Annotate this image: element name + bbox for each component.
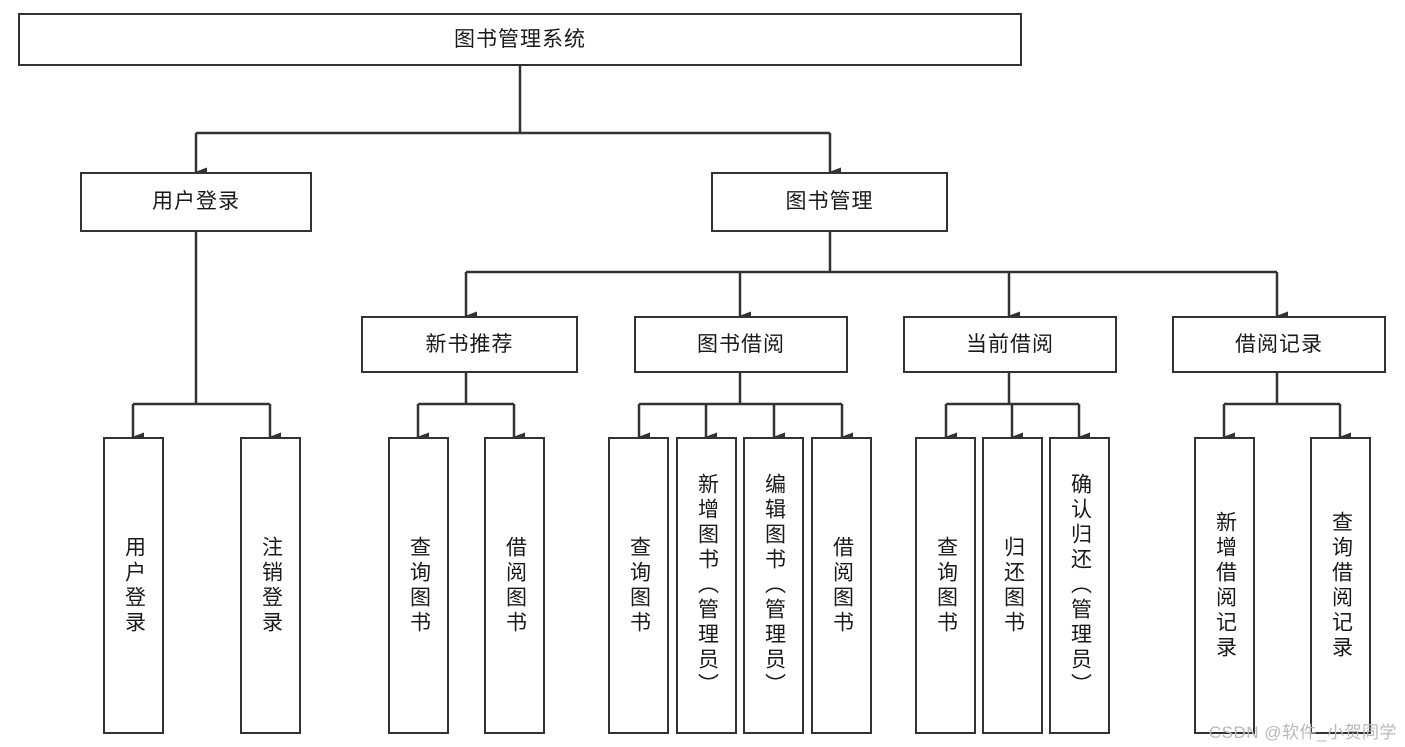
node-label: 查询图书 xyxy=(627,535,651,636)
leaf-recommend-borrow-book[interactable]: 借阅图书 xyxy=(484,437,545,734)
node-label: 图书借阅 xyxy=(697,332,785,356)
node-user-login[interactable]: 用户登录 xyxy=(80,172,312,232)
node-label: 查询图书 xyxy=(407,535,431,636)
node-book-borrow[interactable]: 图书借阅 xyxy=(634,316,848,373)
leaf-recommend-query-book[interactable]: 查询图书 xyxy=(388,437,449,734)
leaf-record-query-record[interactable]: 查询借阅记录 xyxy=(1310,437,1371,734)
node-new-book-recommend[interactable]: 新书推荐 xyxy=(361,316,578,373)
node-label: 借阅图书 xyxy=(503,535,527,636)
node-book-management[interactable]: 图书管理 xyxy=(711,172,948,232)
node-label: 借阅图书 xyxy=(830,535,854,636)
leaf-record-add-record[interactable]: 新增借阅记录 xyxy=(1194,437,1255,734)
leaf-user-login-logout[interactable]: 注销登录 xyxy=(240,437,301,734)
node-label: 新书推荐 xyxy=(425,332,514,356)
leaf-borrow-query-book[interactable]: 查询图书 xyxy=(608,437,669,734)
node-label: 新增图书（管理员） xyxy=(695,473,719,698)
leaf-current-return-book[interactable]: 归还图书 xyxy=(982,437,1043,734)
node-borrow-record[interactable]: 借阅记录 xyxy=(1172,316,1386,373)
node-label: 查询图书 xyxy=(934,535,958,636)
node-label: 用户登录 xyxy=(152,190,240,214)
node-label: 编辑图书（管理员） xyxy=(762,473,786,698)
node-label: 借阅记录 xyxy=(1235,332,1323,356)
node-label: 图书管理 xyxy=(785,190,874,214)
node-root-system[interactable]: 图书管理系统 xyxy=(18,13,1022,66)
node-label: 当前借阅 xyxy=(966,332,1054,356)
leaf-borrow-borrow-book[interactable]: 借阅图书 xyxy=(811,437,872,734)
node-label: 注销登录 xyxy=(259,535,283,636)
leaf-current-query-book[interactable]: 查询图书 xyxy=(915,437,976,734)
leaf-borrow-add-book[interactable]: 新增图书（管理员） xyxy=(676,437,737,734)
watermark-text: CSDN @软件_小贺同学 xyxy=(1208,723,1397,742)
node-label: 图书管理系统 xyxy=(454,27,586,51)
node-label: 用户登录 xyxy=(122,535,146,636)
node-label: 新增借阅记录 xyxy=(1213,510,1237,661)
node-current-borrow[interactable]: 当前借阅 xyxy=(903,316,1117,373)
leaf-user-login-login[interactable]: 用户登录 xyxy=(103,437,164,734)
leaf-borrow-edit-book[interactable]: 编辑图书（管理员） xyxy=(743,437,804,734)
node-label: 确认归还（管理员） xyxy=(1068,473,1092,698)
node-label: 归还图书 xyxy=(1001,535,1025,636)
leaf-current-confirm-return[interactable]: 确认归还（管理员） xyxy=(1049,437,1110,734)
node-label: 查询借阅记录 xyxy=(1329,510,1353,661)
